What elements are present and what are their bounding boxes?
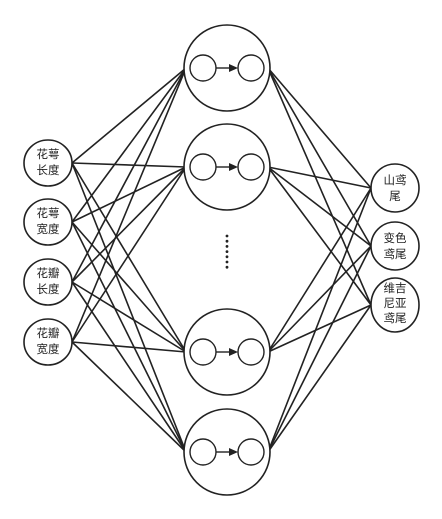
- output-label-line2: 尾: [389, 189, 401, 203]
- ellipsis-dot: [225, 234, 229, 238]
- input-hidden-edge: [71, 166, 187, 223]
- input-hidden-edge: [71, 166, 187, 343]
- hidden-output-edge: [267, 245, 372, 453]
- input-label-line2: 宽度: [37, 342, 60, 356]
- input-node-petal-length: 花瓣 长度: [23, 258, 73, 306]
- ellipsis-dot: [225, 260, 229, 264]
- hidden-node-input-subcircle: [189, 153, 217, 181]
- hidden-node: [183, 408, 271, 496]
- hidden-output-edge: [267, 304, 372, 453]
- hidden-output-edge: [267, 166, 372, 247]
- hidden-output-edge: [267, 245, 372, 353]
- arrow-head-icon: [229, 348, 238, 356]
- hidden-node-input-subcircle: [189, 438, 217, 466]
- hidden-node-input-subcircle: [189, 54, 217, 82]
- input-layer: 花萼 长度 花萼 宽度 花瓣 长度 花瓣 宽度: [23, 139, 73, 366]
- hidden-node-output-subcircle: [237, 338, 265, 366]
- hidden-output-edge: [267, 187, 372, 453]
- arrow-head-icon: [229, 163, 238, 171]
- hidden-output-edge: [267, 187, 372, 353]
- output-label-line3: 鸢尾: [384, 311, 407, 325]
- input-hidden-edge: [71, 67, 187, 223]
- input-label-line2: 长度: [37, 163, 60, 177]
- hidden-output-edge: [267, 166, 372, 189]
- output-node-setosa: 山鸢 尾: [370, 163, 420, 213]
- hidden-node-output-subcircle: [237, 438, 265, 466]
- ellipsis-dot: [225, 265, 229, 269]
- input-hidden-edge: [71, 162, 187, 168]
- output-layer: 山鸢 尾 变色 鸢尾 维吉 尼亚 鸢尾: [370, 163, 420, 333]
- input-hidden-edge: [71, 67, 187, 283]
- hidden-output-edge: [267, 67, 372, 189]
- hidden-node: [183, 123, 271, 211]
- output-node-virginica: 维吉 尼亚 鸢尾: [370, 277, 420, 333]
- connection-edges: [71, 67, 372, 453]
- input-label-line1: 花萼: [37, 206, 60, 220]
- output-label-line2: 尼亚: [384, 296, 407, 310]
- input-hidden-edge: [71, 162, 187, 353]
- hidden-node: [183, 24, 271, 112]
- ellipsis-dot: [225, 239, 229, 243]
- arrow-head-icon: [229, 64, 238, 72]
- input-node-petal-width: 花瓣 宽度: [23, 318, 73, 366]
- ellipsis-dot: [225, 255, 229, 259]
- ellipsis-dot: [225, 245, 229, 248]
- input-hidden-edge: [71, 67, 187, 164]
- input-label-line1: 花瓣: [37, 326, 60, 340]
- input-label-line1: 花瓣: [37, 266, 60, 280]
- hidden-node-input-subcircle: [189, 338, 217, 366]
- input-hidden-edge: [71, 341, 187, 453]
- hidden-layer: [183, 24, 271, 496]
- hidden-node-output-subcircle: [237, 54, 265, 82]
- ellipsis-dot: [225, 250, 229, 254]
- hidden-node: [183, 308, 271, 396]
- output-label-line1: 山鸢: [384, 173, 407, 187]
- input-hidden-edge: [71, 281, 187, 353]
- hidden-node-output-subcircle: [237, 153, 265, 181]
- input-node-sepal-length: 花萼 长度: [23, 139, 73, 187]
- output-node-versicolor: 变色 鸢尾: [370, 221, 420, 271]
- input-hidden-edge: [71, 166, 187, 283]
- input-label-line2: 长度: [37, 282, 60, 296]
- output-label-line1: 维吉: [384, 281, 407, 295]
- input-hidden-edge: [71, 221, 187, 453]
- output-label-line2: 鸢尾: [384, 247, 407, 261]
- input-label-line2: 宽度: [37, 222, 60, 236]
- hidden-output-edge: [267, 67, 372, 247]
- input-hidden-edge: [71, 67, 187, 343]
- input-label-line1: 花萼: [37, 147, 60, 161]
- input-hidden-edge: [71, 221, 187, 353]
- input-node-sepal-width: 花萼 宽度: [23, 198, 73, 246]
- input-hidden-edge: [71, 281, 187, 453]
- input-hidden-edge: [71, 341, 187, 353]
- arrow-head-icon: [229, 448, 238, 456]
- hidden-output-edge: [267, 67, 372, 306]
- ellipsis-dots: [225, 234, 229, 269]
- output-label-line1: 变色: [384, 231, 407, 245]
- hidden-output-edge: [267, 304, 372, 353]
- input-hidden-edge: [71, 162, 187, 453]
